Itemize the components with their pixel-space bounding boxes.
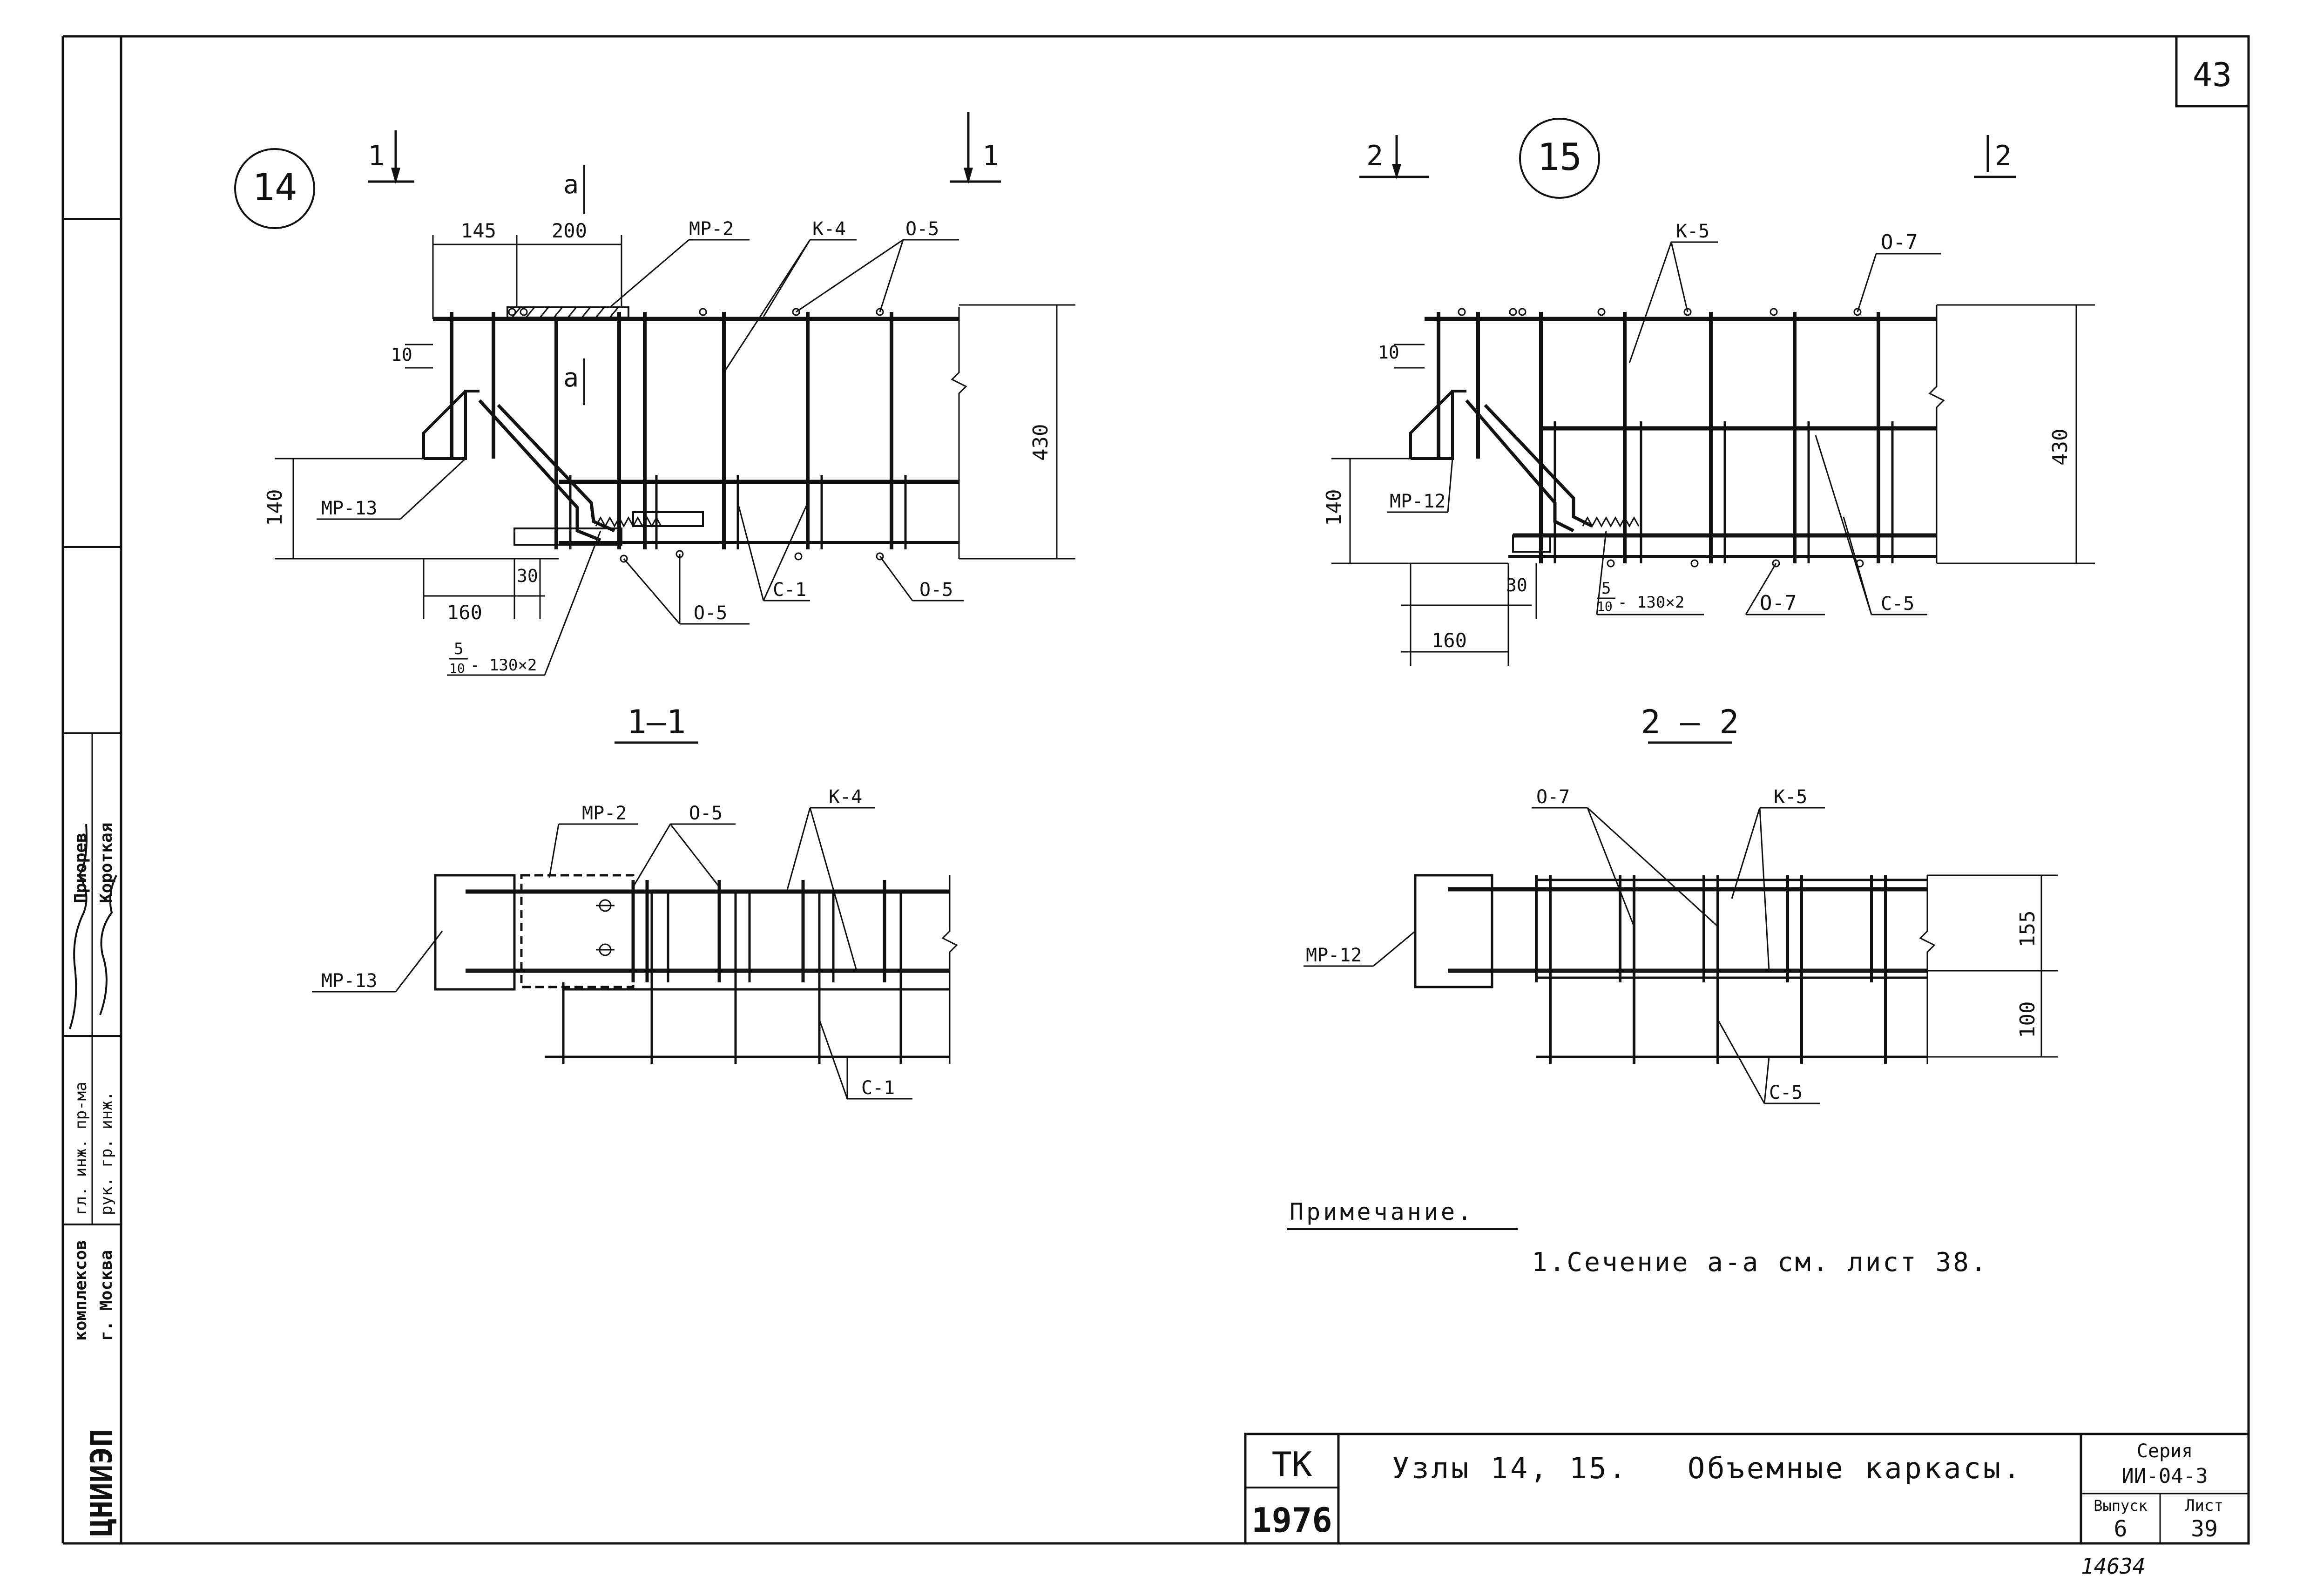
label-c5-sec22: С-5 <box>1769 1082 1803 1103</box>
label-c1-sec11: С-1 <box>861 1077 895 1099</box>
note-line-1: 1.Сечение а-а см. лист 38. <box>1532 1247 1988 1278</box>
dim-160-n15: 160 <box>1432 629 1467 652</box>
dim-430-n15: 430 <box>2048 429 2072 466</box>
left-strip: ЦНИИЭП комплексов г. Москва гл. инж. пр-… <box>69 823 119 1536</box>
section-1-1-drawing: 1—1 <box>312 703 958 1100</box>
weld-den-node14: 10 <box>449 661 465 676</box>
node-15-cut-right: 2 <box>1995 140 2012 172</box>
label-k5-sec22: К-5 <box>1774 786 1807 808</box>
node-14-cut-a-top: a <box>563 169 579 199</box>
tk-year: 1976 <box>1251 1501 1332 1540</box>
dim-155: 155 <box>2016 911 2040 947</box>
title-block: ТК 1976 Узлы 14, 15. Объемные каркасы. С… <box>1244 1433 2250 1545</box>
section-2-2-drawing: 2 — 2 15 <box>1304 703 2058 1104</box>
node-14-drawing: 14 1 1 a a <box>234 112 1075 676</box>
node-15-drawing: 15 2 2 <box>1322 118 2095 666</box>
node-14-cut-a-mid: a <box>563 363 579 392</box>
sheet-number: 43 <box>2193 56 2232 94</box>
node-15-marker-circle <box>1519 118 1600 199</box>
node-14-cut-right: 1 <box>982 140 999 172</box>
node-15-marker: 15 <box>1537 135 1582 179</box>
dim-430: 430 <box>1029 424 1053 461</box>
strip-org2: комплексов <box>71 1240 90 1341</box>
signature-2 <box>99 875 117 1015</box>
label-k4-sec11: К-4 <box>829 786 862 808</box>
tk-label: ТК <box>1272 1445 1312 1484</box>
drawing-title: Узлы 14, 15. Объемные каркасы. <box>1392 1451 2022 1485</box>
weld-num-node14: 5 <box>454 640 463 658</box>
section-2-2-title: 2 — 2 <box>1641 703 1739 741</box>
label-mp2-sec11: МР-2 <box>582 803 627 824</box>
node-14-cut-left: 1 <box>368 140 385 172</box>
label-k5-node15: К-5 <box>1676 221 1709 242</box>
dim-10-n15: 10 <box>1378 342 1399 363</box>
dim-30: 30 <box>517 566 538 586</box>
strip-name1: Приорев <box>71 832 90 903</box>
weld-tail-node14: - 130×2 <box>470 656 537 675</box>
dim-30-n15: 30 <box>1506 575 1527 595</box>
strip-org: ЦНИИЭП <box>85 1429 119 1536</box>
label-mp13-sec11: МР-13 <box>321 970 377 992</box>
label-o5-bot-node14: О-5 <box>694 602 727 624</box>
label-c1-node14: С-1 <box>773 579 806 601</box>
dim-140: 140 <box>263 489 287 526</box>
dim-200: 200 <box>552 219 587 242</box>
weld-num-node15: 5 <box>1601 579 1611 598</box>
section-1-1-title: 1—1 <box>627 703 686 741</box>
strip-role2: рук. гр. инж. <box>97 1091 116 1215</box>
label-mp12-node15: МР-12 <box>1390 491 1445 512</box>
strip-city: г. Москва <box>97 1250 116 1341</box>
dim-140-n15: 140 <box>1322 489 1346 526</box>
label-o5-top-node14: О-5 <box>905 218 939 240</box>
label-c5-node15: С-5 <box>1881 593 1914 615</box>
node-14-marker: 14 <box>252 166 297 209</box>
sheet-label: Лист <box>2185 1496 2223 1515</box>
label-mp2-node14: МР-2 <box>689 218 734 240</box>
archive-number: 14634 <box>2081 1554 2145 1579</box>
sheet-frame <box>61 35 2250 1545</box>
signature-1 <box>69 824 88 1029</box>
label-mp12-sec22: МР-12 <box>1306 945 1362 966</box>
weld-tail-node15: - 130×2 <box>1618 593 1684 612</box>
note-heading: Примечание. <box>1290 1198 1474 1225</box>
sheet-number-box: 43 <box>2175 35 2250 108</box>
node-14-marker-circle <box>234 148 315 229</box>
label-o7-bot-node15: О-7 <box>1760 591 1797 615</box>
label-k4-node14: К-4 <box>812 218 846 240</box>
weld-den-node15: 10 <box>1597 599 1613 614</box>
sheet-value: 39 <box>2191 1516 2218 1542</box>
issue-label: Выпуск <box>2094 1497 2148 1515</box>
node-15-cut-left: 2 <box>1366 140 1383 172</box>
label-o5-right-node14: О-5 <box>919 579 953 601</box>
series-label: Серия <box>2137 1440 2193 1462</box>
dim-145: 145 <box>461 219 496 242</box>
issue-value: 6 <box>2114 1516 2128 1542</box>
strip-role1: гл. инж. пр-ма <box>72 1082 90 1215</box>
dim-10: 10 <box>391 345 412 365</box>
series-value: ИИ-04-3 <box>2121 1464 2208 1488</box>
dim-100: 100 <box>2016 1001 2040 1038</box>
label-o7-sec22: О-7 <box>1536 786 1570 808</box>
label-mp13-node14: МР-13 <box>321 498 377 519</box>
dim-160: 160 <box>447 601 482 624</box>
strip-name2: Короткая <box>97 823 116 903</box>
label-o7-top-node15: О-7 <box>1881 230 1918 254</box>
note-block: Примечание. 1.Сечение а-а см. лист 38. <box>1287 1198 1988 1278</box>
label-o5-sec11: О-5 <box>689 803 723 824</box>
